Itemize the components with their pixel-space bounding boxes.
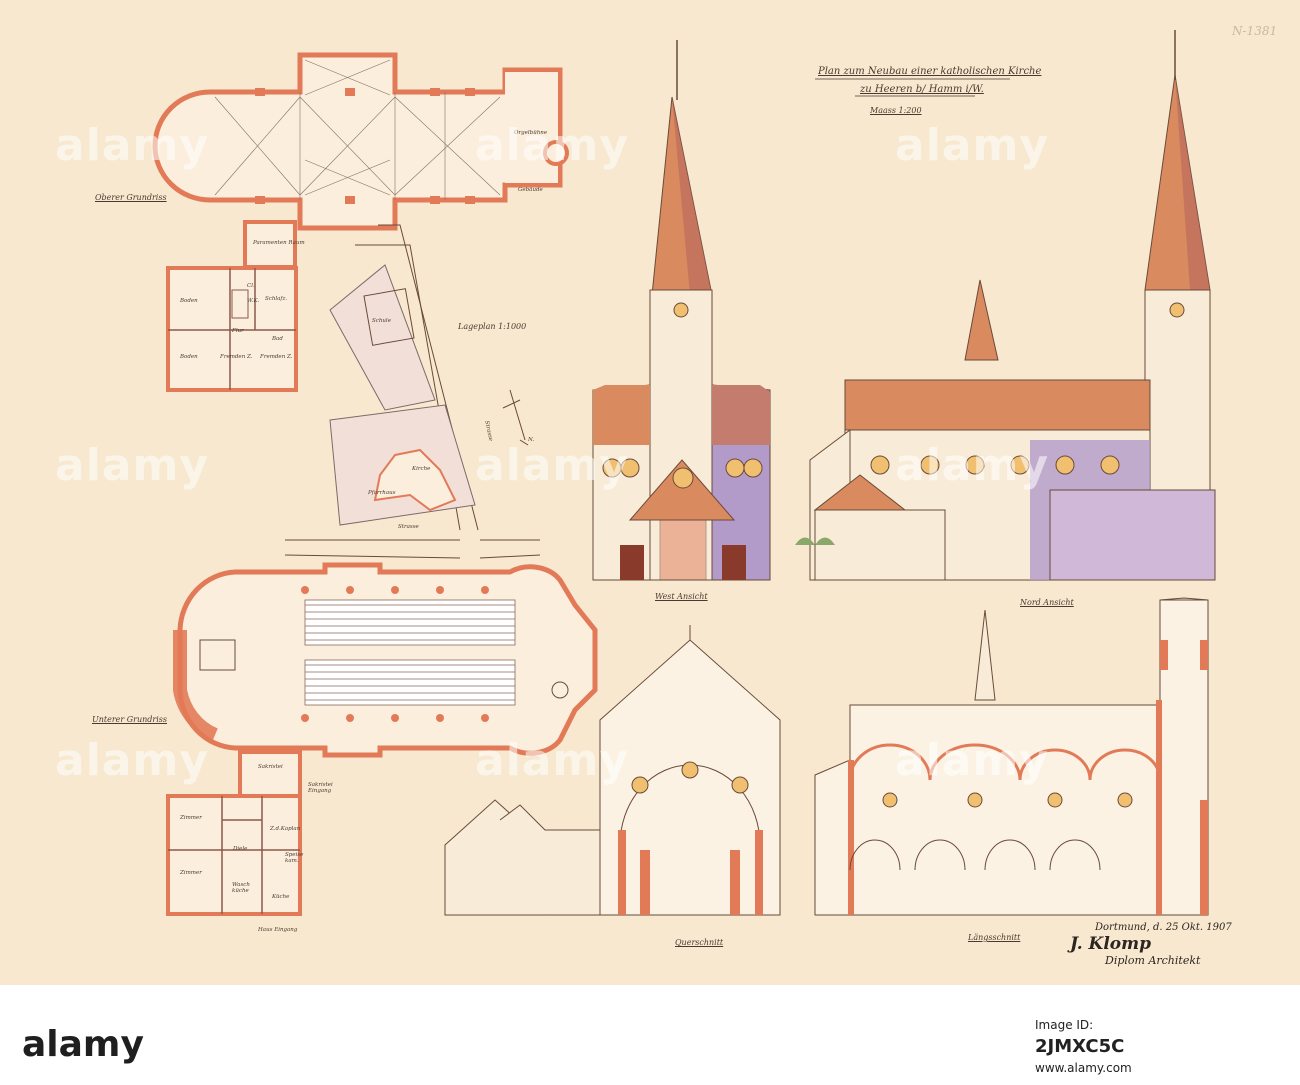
room-speise: Speise kam. bbox=[285, 852, 304, 864]
room-sakristei-eingang: Sakristei Eingang bbox=[308, 782, 333, 794]
title-line2: zu Heeren b/ Hamm i/W. bbox=[860, 84, 984, 95]
watermark: alamy bbox=[55, 120, 209, 171]
cross-section-label: Querschnitt bbox=[675, 938, 724, 947]
room-boden: Boden bbox=[180, 298, 198, 304]
orgelbuehne-label: Orgelbühne bbox=[514, 130, 548, 136]
room-diele: Diele bbox=[233, 846, 248, 852]
signature-title: Diplom Architekt bbox=[1105, 954, 1201, 967]
room-zimmer2: Zimmer bbox=[180, 870, 202, 876]
upper-plan-label: Oberer Grundriss bbox=[95, 193, 167, 202]
room-fremden: Fremden Z. bbox=[220, 354, 253, 360]
cross-section bbox=[444, 625, 781, 916]
room-bad: Bad bbox=[272, 336, 283, 342]
site-plan-label: Lageplan 1:1000 bbox=[458, 322, 527, 331]
signature-name: J. Klomp bbox=[1070, 934, 1152, 954]
watermark: alamy bbox=[895, 735, 1049, 786]
watermark: alamy bbox=[475, 735, 629, 786]
long-section bbox=[814, 597, 1209, 916]
room-wk: W.K. bbox=[247, 298, 260, 304]
strasse-label: Strasse bbox=[398, 524, 419, 530]
kirche-label: Kirche bbox=[412, 466, 431, 472]
room-boden2: Boden bbox=[180, 354, 198, 360]
watermark: alamy bbox=[55, 735, 209, 786]
north-view bbox=[795, 30, 1216, 581]
north-view-label: Nord Ansicht bbox=[1020, 598, 1074, 607]
watermark: alamy bbox=[55, 440, 209, 491]
gebaeude-label: Gebäude bbox=[518, 187, 543, 193]
west-view-label: West Ansicht bbox=[655, 592, 708, 601]
image-id-label: Image ID: bbox=[1035, 1018, 1094, 1032]
room-waschkueche: Wasch küche bbox=[232, 882, 250, 894]
lower-plan-label: Unterer Grundriss bbox=[92, 715, 168, 724]
site-plan bbox=[284, 224, 541, 559]
image-id-value: 2JMXC5C bbox=[1035, 1036, 1125, 1057]
paramenten-label: Paramenten Raum bbox=[253, 240, 305, 246]
upper-floor-plan bbox=[152, 52, 569, 231]
upper-house-plan bbox=[166, 220, 298, 392]
watermark: alamy bbox=[895, 120, 1049, 171]
room-zimmer1: Zimmer bbox=[180, 815, 202, 821]
north-mark: N. bbox=[528, 437, 535, 443]
room-flur: Flur bbox=[232, 328, 244, 334]
pfarrhaus-label: Pfarrhaus bbox=[368, 490, 396, 496]
lower-house-plan bbox=[166, 750, 302, 916]
west-view bbox=[592, 40, 771, 581]
watermark: alamy bbox=[895, 440, 1049, 491]
long-section-label: Längsschnitt bbox=[968, 933, 1021, 942]
drawing-sheet: Plan zum Neubau einer katholischen Kirch… bbox=[0, 0, 1300, 985]
room-kueche: Küche bbox=[272, 894, 290, 900]
signature-date: Dortmund, d. 25 Okt. 1907 bbox=[1095, 922, 1232, 933]
alamy-logo[interactable]: alamy bbox=[22, 1024, 144, 1065]
room-kaplan: Z.d.Kaplan bbox=[270, 826, 301, 832]
drawing-svg bbox=[152, 30, 1216, 916]
room-cl: Cl. bbox=[247, 283, 255, 289]
room-sakristei: Sakristei bbox=[258, 764, 283, 770]
schule-label: Schule bbox=[372, 318, 391, 324]
title-line1: Plan zum Neubau einer katholischen Kirch… bbox=[818, 66, 1042, 77]
scale-label: Maass 1:200 bbox=[870, 106, 922, 115]
watermark: alamy bbox=[475, 440, 629, 491]
room-fremden2: Fremden Z. bbox=[260, 354, 293, 360]
footer-bar bbox=[0, 985, 1300, 1085]
room-schlafz: Schlafz. bbox=[265, 296, 288, 302]
archive-number: N-1381 bbox=[1232, 24, 1278, 38]
watermark: alamy bbox=[475, 120, 629, 171]
lower-floor-plan bbox=[173, 562, 598, 758]
haus-eingang-label: Haus Eingang bbox=[258, 927, 298, 933]
site-url[interactable]: www.alamy.com bbox=[1035, 1061, 1132, 1075]
